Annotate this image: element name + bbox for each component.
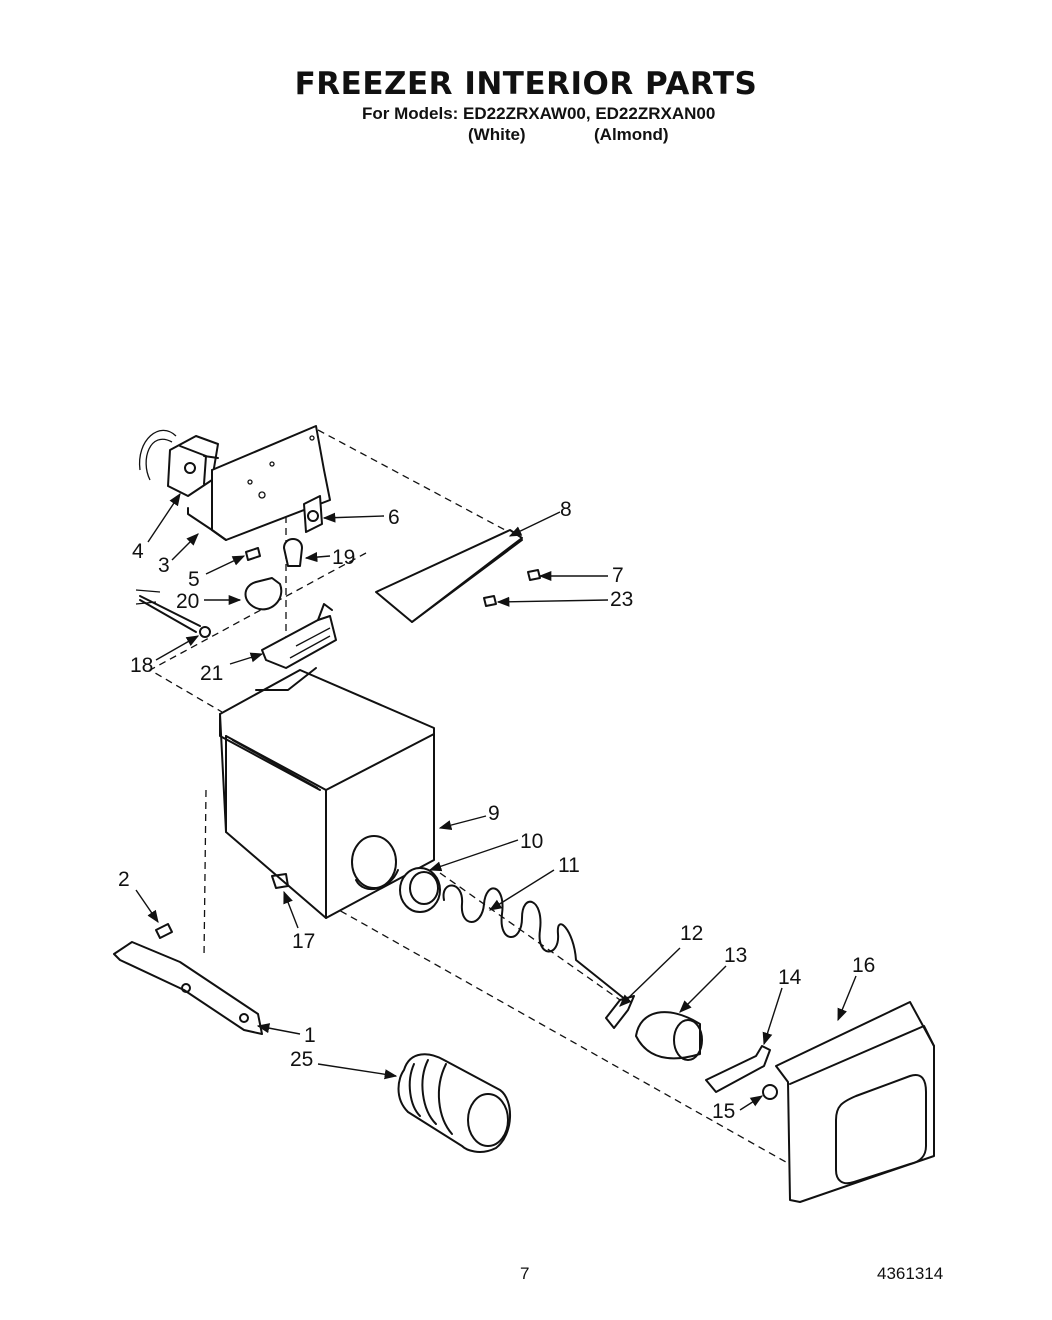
callout-19: 19: [332, 546, 355, 569]
screw-17-part: [271, 873, 289, 889]
leader-lines: [135, 492, 857, 1111]
callout-18: 18: [130, 654, 153, 677]
clip-part: [605, 995, 635, 1029]
callout-7: 7: [612, 564, 624, 587]
page-number: 7: [520, 1264, 530, 1283]
callout-12: 12: [680, 922, 703, 945]
document-number: 4361314: [877, 1264, 944, 1283]
callout-6: 6: [388, 506, 400, 529]
fitting-part: [399, 867, 441, 913]
light-socket-part: [283, 538, 303, 567]
callout-25: 25: [290, 1048, 313, 1071]
callout-10: 10: [520, 830, 543, 853]
color-white-label: (White): [468, 125, 526, 144]
panel-part: [375, 529, 523, 623]
bearing-part: [635, 1011, 703, 1061]
screw-5-part: [245, 547, 261, 561]
callout-15: 15: [712, 1100, 735, 1123]
switch-part: [303, 495, 323, 533]
wire-harness-part: [135, 589, 211, 638]
callout-21: 21: [200, 662, 223, 685]
callout-8: 8: [560, 498, 572, 521]
motor-part: [138, 429, 219, 497]
bracket-14-part: [705, 1045, 771, 1093]
screw-23-part: [483, 595, 497, 607]
nut-15-part: [762, 1084, 778, 1100]
callout-20: 20: [176, 590, 199, 613]
callout-1: 1: [304, 1024, 316, 1047]
callout-3: 3: [158, 554, 170, 577]
assembly-lines: [148, 429, 801, 1171]
callout-5: 5: [188, 568, 200, 591]
screw-2-part: [155, 923, 173, 939]
cover-part: [261, 603, 337, 669]
callout-23: 23: [610, 588, 633, 611]
callout-9: 9: [488, 802, 500, 825]
color-almond-label: (Almond): [594, 125, 669, 144]
callout-13: 13: [724, 944, 747, 967]
callout-16: 16: [852, 954, 875, 977]
callout-2: 2: [118, 868, 130, 891]
auger-spring-part: [442, 884, 627, 1001]
callout-labels: 4 3 5 6 19 20 18 21 8 7 23 9 10 11 12 13…: [118, 498, 875, 1123]
page-title: FREEZER INTERIOR PARTS: [294, 66, 758, 102]
auger-25-part: [397, 1053, 512, 1153]
light-bulb-part: [244, 577, 283, 611]
callout-14: 14: [778, 966, 802, 989]
callout-11: 11: [558, 854, 580, 877]
control-bracket-part: [187, 425, 331, 541]
callout-4: 4: [132, 540, 144, 563]
bracket-1-part: [113, 941, 263, 1035]
models-line: For Models: ED22ZRXAW00, ED22ZRXAN00: [362, 104, 716, 123]
front-panel-part: [775, 1001, 935, 1203]
screw-7-part: [527, 569, 541, 581]
ice-bin-part: [219, 667, 435, 919]
callout-17: 17: [292, 930, 315, 953]
